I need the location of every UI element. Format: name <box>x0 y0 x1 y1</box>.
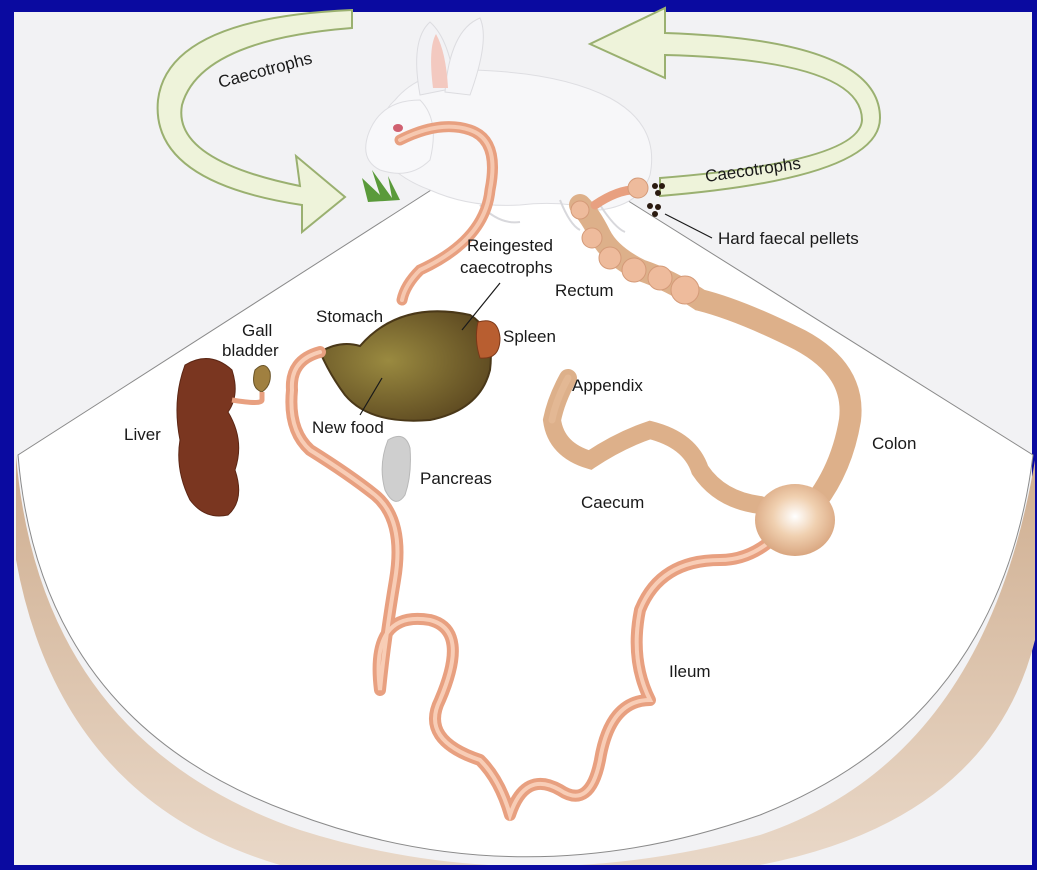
label-hard-faecal-pellets: Hard faecal pellets <box>718 229 859 248</box>
top-blue-band <box>0 0 1037 12</box>
label-new-food: New food <box>312 418 384 437</box>
label-spleen: Spleen <box>503 327 556 346</box>
label-gall-1: Gall <box>242 321 272 340</box>
label-colon: Colon <box>872 434 916 453</box>
label-rectum: Rectum <box>555 281 614 300</box>
liver-organ <box>177 359 239 516</box>
label-stomach: Stomach <box>316 307 383 326</box>
label-reingested-2: caecotrophs <box>460 258 553 277</box>
label-pancreas: Pancreas <box>420 469 492 488</box>
anus <box>628 178 648 198</box>
label-appendix: Appendix <box>572 376 643 395</box>
label-gall-2: bladder <box>222 341 279 360</box>
pancreas-organ <box>382 436 410 501</box>
label-reingested-1: Reingested <box>467 236 553 255</box>
label-liver: Liver <box>124 425 161 444</box>
label-caecum: Caecum <box>581 493 644 512</box>
spleen-organ <box>476 321 500 358</box>
left-blue-band <box>0 0 14 865</box>
label-ileum: Ileum <box>669 662 711 681</box>
colon-bulb <box>755 484 835 556</box>
